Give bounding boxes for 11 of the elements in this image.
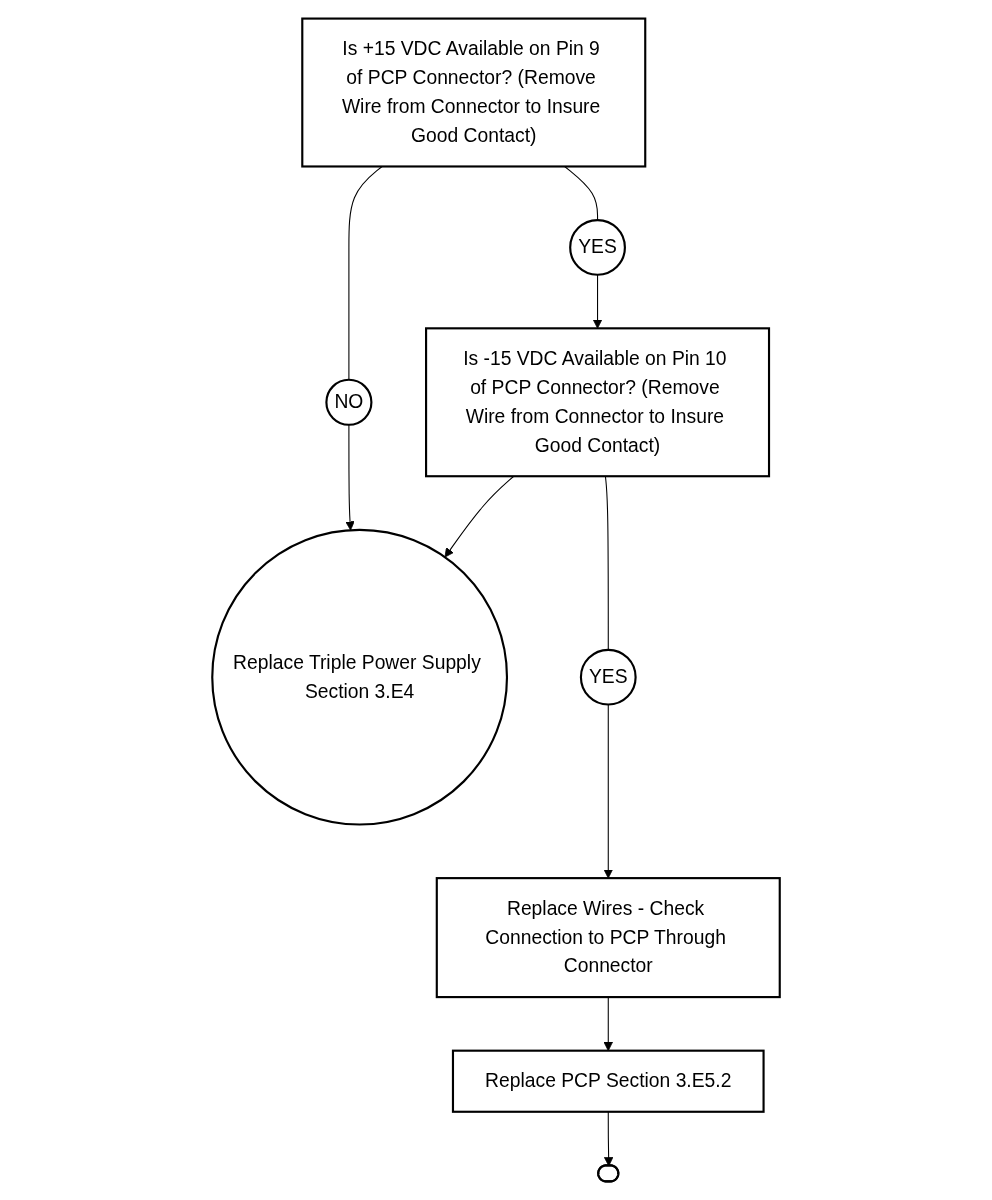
node-box: Replace PCP Section 3.E5.2: [451, 1049, 765, 1113]
arrow: [592, 274, 603, 329]
node-circle: NO: [325, 378, 373, 426]
node-box: Is +15 VDC Available on Pin 9 of PCP Connector? (Remove Wire from Connector to Insure Good Contact): [301, 17, 647, 168]
node-circle: YES: [569, 219, 626, 276]
node-box: Is -15 VDC Available on Pin 10 of PCP Connector? (Remove Wire from Connector to Insure Good Contact): [425, 327, 771, 478]
node-box: Replace Wires - Check Connection to PCP Through Connector: [435, 877, 781, 999]
arrow: [603, 704, 613, 879]
arrow: [345, 424, 355, 531]
node-circle: Replace Triple Power Supply Section 3.E4: [211, 528, 509, 826]
node-circle: YES: [579, 648, 637, 706]
